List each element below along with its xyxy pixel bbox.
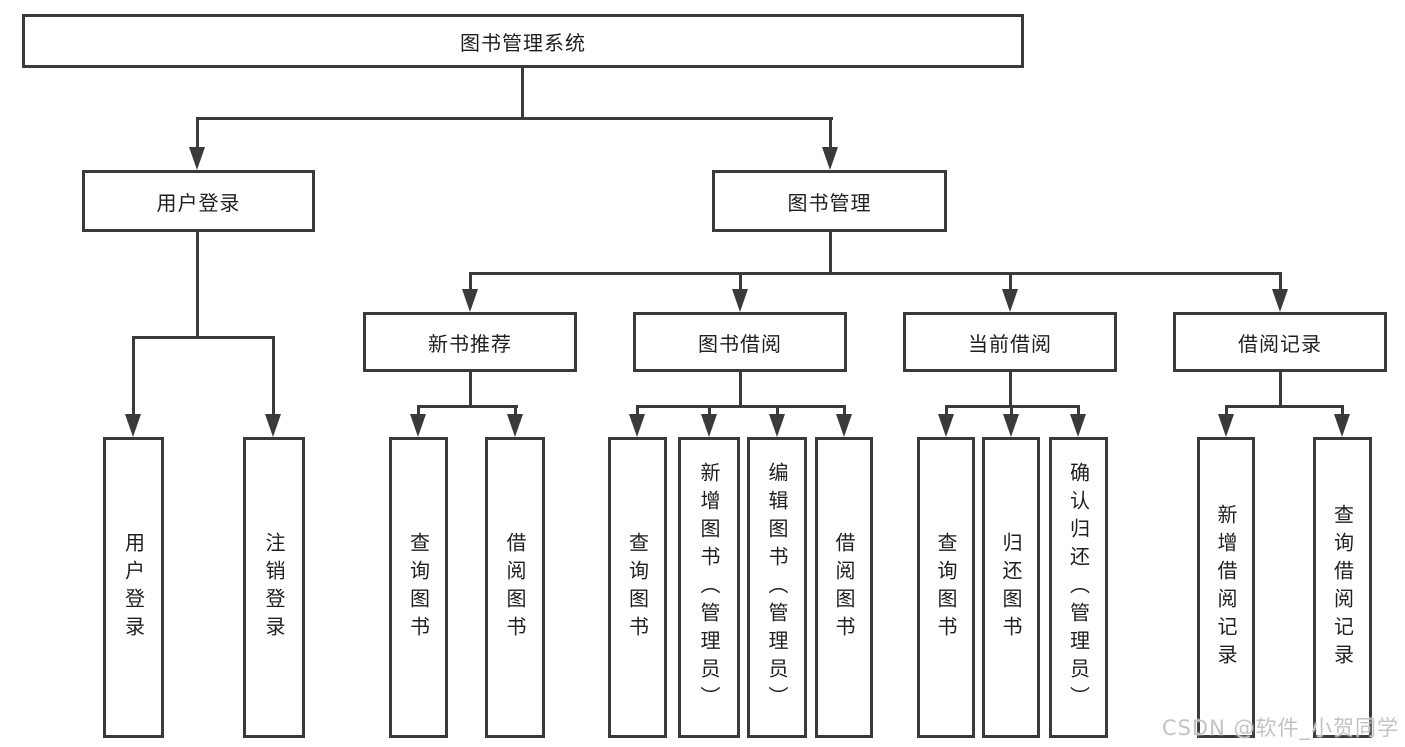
- node-new-book-recommend: 新书推荐: [363, 312, 577, 372]
- node-label: 查询图书: [625, 531, 650, 644]
- node-label: 图书管理: [787, 190, 872, 215]
- leaf-current-confirm-return-admin: 确认归还（管理员）: [1049, 437, 1108, 738]
- connector-line: [196, 232, 199, 339]
- connector-line: [469, 372, 472, 408]
- connector-line: [739, 372, 742, 408]
- arrow-down-icon: [189, 147, 205, 170]
- arrow-down-icon: [1002, 289, 1018, 312]
- arrow-down-icon: [462, 289, 478, 312]
- connector-line: [469, 272, 1282, 275]
- node-borrow-record: 借阅记录: [1173, 312, 1387, 372]
- arrow-down-icon: [701, 414, 717, 437]
- connector-line: [829, 117, 832, 152]
- watermark: CSDN @软件_小贺同学: [1161, 716, 1399, 740]
- leaf-current-query-book: 查询图书: [917, 437, 975, 738]
- arrow-down-icon: [1003, 414, 1019, 437]
- node-current-borrow: 当前借阅: [903, 312, 1117, 372]
- connector-line: [521, 66, 524, 120]
- leaf-borrow-add-book-admin: 新增图书（管理员）: [678, 437, 740, 738]
- connector-line: [1225, 405, 1344, 408]
- arrow-down-icon: [732, 289, 748, 312]
- leaf-record-query-borrow-record: 查询借阅记录: [1313, 437, 1372, 738]
- arrow-down-icon: [1218, 414, 1234, 437]
- node-root-system: 图书管理系统: [22, 14, 1024, 68]
- node-label: 新增借阅记录: [1214, 503, 1238, 672]
- arrow-down-icon: [507, 414, 523, 437]
- connector-line: [1009, 372, 1012, 408]
- connector-line: [636, 405, 846, 408]
- node-user-login: 用户登录: [82, 170, 315, 232]
- node-label: 确认归还（管理员）: [1066, 461, 1091, 714]
- node-label: 借阅记录: [1238, 331, 1322, 356]
- node-label: 归还图书: [999, 531, 1023, 644]
- arrow-down-icon: [629, 414, 645, 437]
- connector-line: [1279, 272, 1282, 292]
- node-label: 当前借阅: [968, 331, 1052, 356]
- leaf-borrow-borrow-book: 借阅图书: [815, 437, 873, 738]
- leaf-borrow-query-book: 查询图书: [608, 437, 667, 738]
- connector-line: [272, 336, 275, 416]
- node-label: 用户登录: [121, 531, 146, 644]
- node-label: 新增图书（管理员）: [697, 461, 721, 714]
- connector-line: [196, 117, 833, 120]
- node-label: 借阅图书: [503, 531, 527, 644]
- connector-line: [1009, 272, 1012, 292]
- connector-line: [1279, 372, 1282, 408]
- connector-line: [469, 272, 472, 292]
- arrow-down-icon: [769, 414, 785, 437]
- node-label: 图书管理系统: [460, 30, 586, 55]
- arrow-down-icon: [836, 414, 852, 437]
- connector-line: [776, 405, 779, 419]
- leaf-record-add-borrow-record: 新增借阅记录: [1197, 437, 1255, 738]
- node-label: 图书借阅: [698, 331, 782, 356]
- arrow-down-icon: [938, 414, 954, 437]
- leaf-recommend-query-book: 查询图书: [389, 437, 448, 738]
- node-label: 注销登录: [262, 531, 286, 644]
- connector-line: [636, 405, 639, 419]
- leaf-borrow-edit-book-admin: 编辑图书（管理员）: [747, 437, 807, 738]
- connector-line: [945, 405, 948, 419]
- leaf-recommend-borrow-book: 借阅图书: [485, 437, 545, 738]
- arrow-down-icon: [1272, 289, 1288, 312]
- connector-line: [1077, 405, 1080, 419]
- leaf-current-return-book: 归还图书: [982, 437, 1040, 738]
- connector-line: [417, 405, 518, 408]
- node-label: 借阅图书: [832, 531, 856, 644]
- node-label: 查询图书: [406, 531, 431, 644]
- connector-line: [1225, 405, 1228, 419]
- node-label: 查询图书: [934, 531, 958, 644]
- connector-line: [829, 232, 832, 275]
- arrow-down-icon: [125, 414, 141, 437]
- leaf-logout: 注销登录: [243, 437, 305, 738]
- node-label: 查询借阅记录: [1330, 503, 1355, 672]
- connector-line: [132, 336, 135, 416]
- node-book-borrow: 图书借阅: [633, 312, 847, 372]
- connector-line: [514, 405, 517, 419]
- node-label: 编辑图书（管理员）: [765, 461, 789, 714]
- node-label: 用户登录: [156, 190, 241, 215]
- connector-line: [739, 272, 742, 292]
- connector-line: [1341, 405, 1344, 419]
- leaf-user-login: 用户登录: [103, 437, 164, 738]
- connector-line: [417, 405, 420, 419]
- arrow-down-icon: [1334, 414, 1350, 437]
- arrow-down-icon: [1070, 414, 1086, 437]
- arrow-down-icon: [265, 414, 281, 437]
- arrow-down-icon: [822, 147, 838, 170]
- arrow-down-icon: [410, 414, 426, 437]
- connector-line: [196, 117, 199, 152]
- connector-line: [843, 405, 846, 419]
- connector-line: [1010, 405, 1013, 419]
- node-book-management: 图书管理: [712, 170, 947, 232]
- connector-line: [132, 336, 275, 339]
- connector-line: [708, 405, 711, 419]
- node-label: 新书推荐: [428, 331, 512, 356]
